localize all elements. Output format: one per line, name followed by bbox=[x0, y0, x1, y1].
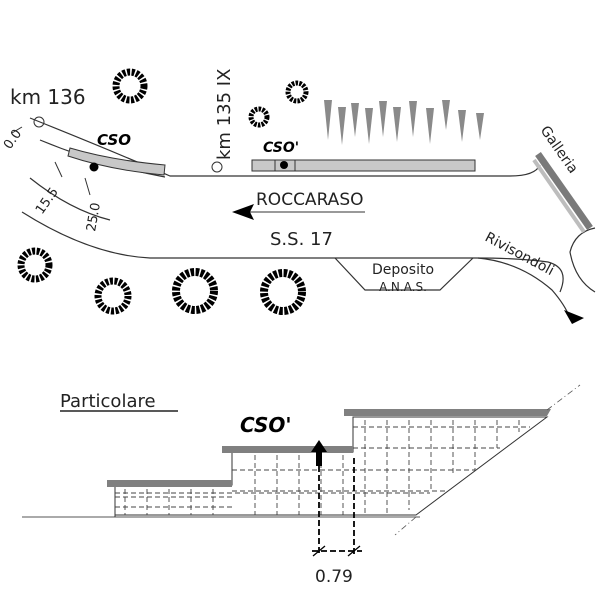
galleria-tunnel bbox=[532, 151, 593, 234]
cso-barrier bbox=[67, 147, 166, 176]
detail-section: Particolare bbox=[22, 384, 581, 587]
roccaraso-label: ROCCARASO bbox=[256, 190, 364, 210]
deposito-outline bbox=[334, 257, 474, 291]
tree-icon bbox=[285, 80, 309, 104]
conifer-icon bbox=[442, 100, 450, 130]
slope-line bbox=[394, 516, 417, 536]
conifer-icon bbox=[393, 107, 401, 142]
deposito-label: Deposito bbox=[372, 262, 434, 278]
chainage-label: 25.0 bbox=[84, 202, 104, 233]
trees bbox=[17, 68, 309, 315]
slope-line bbox=[546, 384, 581, 411]
galleria-road bbox=[569, 227, 596, 293]
conifer-icon bbox=[409, 101, 417, 137]
road-lane-curve-lower bbox=[29, 177, 111, 221]
conifer-row bbox=[324, 100, 484, 145]
detail-title: Particolare bbox=[60, 391, 156, 412]
detail-cso-prime-label: CSO' bbox=[240, 413, 292, 437]
km-135-label: km 135 IX bbox=[214, 69, 235, 160]
road-edge-lower bbox=[21, 211, 564, 293]
cso-label: CSO bbox=[97, 131, 131, 149]
retaining-wall bbox=[114, 416, 549, 517]
roccaraso-arrow-icon bbox=[232, 204, 254, 220]
slab-upper bbox=[344, 409, 551, 416]
slab-lower bbox=[107, 480, 232, 487]
slab-middle bbox=[222, 446, 353, 453]
tree-icon bbox=[17, 247, 53, 283]
tree-icon bbox=[172, 268, 218, 314]
conifer-icon bbox=[426, 108, 434, 144]
rivisondoli-road bbox=[477, 257, 571, 319]
road-name-label: S.S. 17 bbox=[270, 229, 333, 250]
chainage-tick-15 bbox=[54, 161, 63, 178]
km-136-label: km 136 bbox=[10, 85, 86, 109]
rivisondoli-arrow-icon bbox=[564, 310, 584, 324]
cso-prime-point-icon bbox=[280, 161, 288, 169]
cso-arrow-shaft bbox=[316, 450, 322, 466]
conifer-icon bbox=[324, 100, 332, 140]
conifer-icon bbox=[351, 103, 359, 137]
cso-arrow-icon bbox=[311, 440, 327, 452]
chainage-label: 0.0 bbox=[1, 127, 25, 153]
conifer-icon bbox=[338, 107, 346, 145]
tree-icon bbox=[248, 106, 270, 128]
conifer-icon bbox=[379, 101, 387, 137]
km-136-marker-icon bbox=[33, 116, 45, 128]
chainage-label: 15.5 bbox=[33, 185, 62, 217]
km-135-marker-icon bbox=[211, 161, 223, 173]
tree-icon bbox=[260, 269, 306, 315]
tree-icon bbox=[112, 68, 148, 104]
conifer-icon bbox=[365, 108, 373, 144]
rivisondoli-label: Rivisondoli bbox=[482, 229, 556, 279]
road-plan: Deposito A.N.A.S. Rivisondoli Galleria C… bbox=[1, 68, 596, 324]
chainage-tick-0 bbox=[11, 126, 23, 134]
conifer-icon bbox=[476, 113, 484, 140]
cso-point-icon bbox=[89, 162, 99, 172]
chainage-tick-25 bbox=[84, 177, 91, 196]
galleria-label: Galleria bbox=[537, 123, 581, 176]
dimension-label: 0.79 bbox=[315, 567, 353, 587]
anas-label: A.N.A.S. bbox=[379, 280, 427, 294]
cso-prime-barrier bbox=[251, 159, 476, 172]
tree-icon bbox=[94, 277, 132, 315]
cso-prime-label: CSO' bbox=[263, 140, 299, 156]
conifer-icon bbox=[458, 110, 466, 142]
